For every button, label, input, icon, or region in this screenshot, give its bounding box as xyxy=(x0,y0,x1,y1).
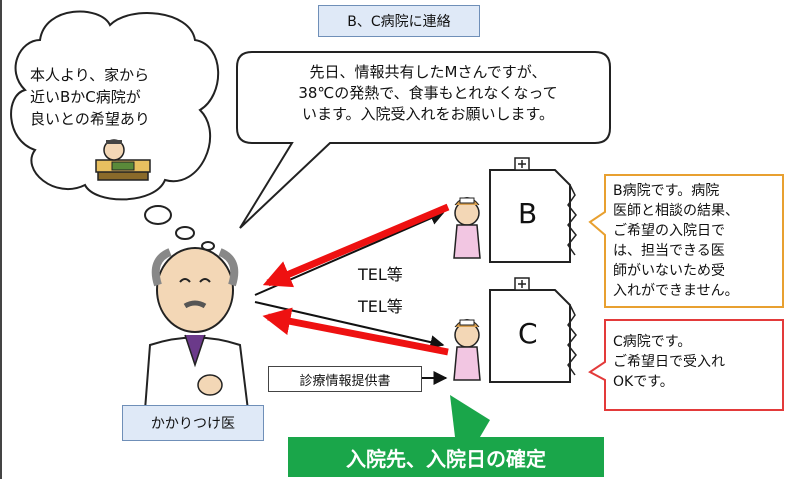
reply-arrow-c xyxy=(262,307,449,356)
patient-icon xyxy=(95,139,151,181)
doctor-label-text: かかりつけ医 xyxy=(150,416,236,432)
tel-label-2: TEL等 xyxy=(358,297,403,316)
b-reply-box xyxy=(588,174,784,308)
doctor-label: かかりつけ医 xyxy=(122,405,264,441)
contact-label-text: B、C病院に連絡 xyxy=(347,14,451,30)
nurse-icon xyxy=(453,197,481,259)
referral-document-label: 診療情報提供書 xyxy=(268,366,422,392)
c-reply-box xyxy=(588,319,784,411)
hospital-building-icon xyxy=(489,157,577,383)
hospital-c-letter: C xyxy=(518,317,538,350)
patient-bubble-text: 本人より、家から 近いBかC病院が 良いとの希望あり xyxy=(30,66,150,128)
b-reply-text: B病院です。病院 医師と相談の結果、 ご希望の入院日で は、担当できる医 師がい… xyxy=(613,183,739,299)
c-reply-text: C病院です。 ご希望日で受入れ OKです。 xyxy=(613,334,725,390)
speech-bubble xyxy=(236,51,611,229)
doctor-icon xyxy=(143,247,250,411)
doctor-speech-text: 先日、情報共有したMさんですが、 38℃の発熱で、食事もとれなくなって います。… xyxy=(298,63,558,123)
request-arrow-b xyxy=(254,211,445,296)
contact-label: B、C病院に連絡 xyxy=(318,5,480,37)
hospital-b-letter: B xyxy=(518,197,538,230)
result-banner: 入院先、入院日の確定 xyxy=(288,437,604,477)
nurse-icon xyxy=(453,319,481,381)
tel-label-1: TEL等 xyxy=(358,265,403,284)
banner-pointer xyxy=(450,395,490,437)
thought-cloud xyxy=(10,10,220,251)
reply-arrow-b xyxy=(262,203,450,288)
